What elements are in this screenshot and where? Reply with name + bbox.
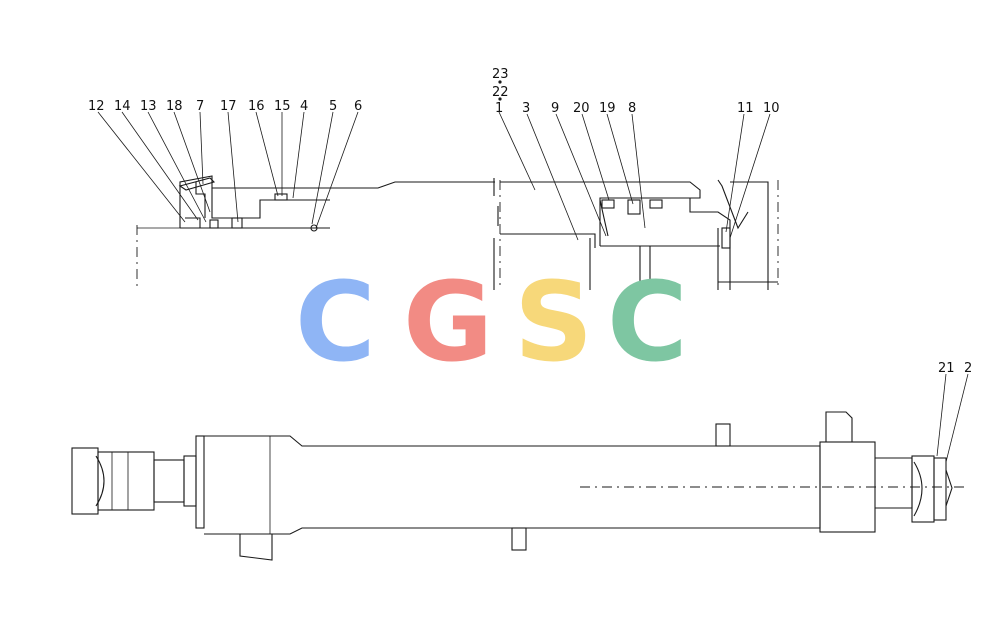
sectional-view bbox=[97, 80, 779, 290]
part-label-14: 14 bbox=[114, 99, 131, 114]
part-label-17: 17 bbox=[220, 99, 237, 114]
part-label-8: 8 bbox=[628, 101, 636, 116]
part-label-4: 4 bbox=[300, 99, 308, 114]
part-label-9: 9 bbox=[551, 101, 559, 116]
part-label-16: 16 bbox=[248, 99, 265, 114]
watermark-letter-c2: C bbox=[607, 258, 688, 386]
part-label-5: 5 bbox=[329, 99, 337, 114]
part-label-19: 19 bbox=[599, 101, 616, 116]
watermark-letter-s: S bbox=[514, 258, 593, 386]
part-label-6: 6 bbox=[354, 99, 362, 114]
part-label-10: 10 bbox=[763, 101, 780, 116]
part-label-20: 20 bbox=[573, 101, 590, 116]
part-label-15: 15 bbox=[274, 99, 291, 114]
part-label-11: 11 bbox=[737, 101, 754, 116]
part-label-2: 2 bbox=[964, 361, 972, 376]
part-label-23: 23 bbox=[492, 67, 509, 82]
part-label-21: 21 bbox=[938, 361, 955, 376]
outline-view bbox=[71, 373, 969, 561]
watermark-letter-g: G bbox=[403, 258, 493, 386]
watermark-letter-c: C bbox=[295, 258, 376, 386]
part-label-13: 13 bbox=[140, 99, 157, 114]
part-labels: 12 14 13 18 7 17 16 15 4 5 6 23 22 1 3 9… bbox=[88, 67, 972, 376]
part-label-22: 22 bbox=[492, 85, 509, 100]
part-label-1: 1 bbox=[495, 101, 503, 116]
part-label-18: 18 bbox=[166, 99, 183, 114]
part-label-3: 3 bbox=[522, 101, 530, 116]
watermark-logo: C G S C bbox=[295, 258, 688, 386]
part-label-7: 7 bbox=[196, 99, 204, 114]
part-label-12: 12 bbox=[88, 99, 105, 114]
